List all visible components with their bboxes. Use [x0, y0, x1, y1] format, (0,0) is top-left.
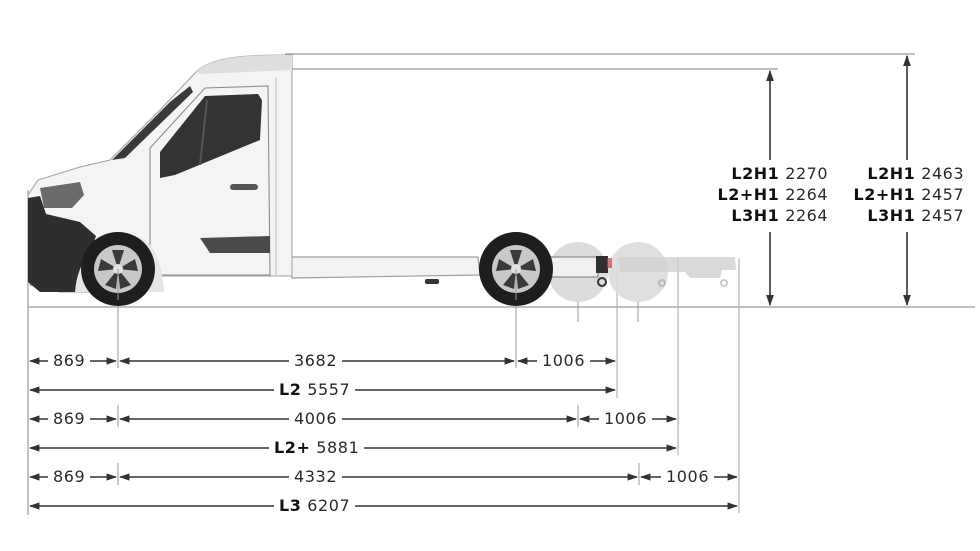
- height-row: L2+H1 2457: [848, 184, 964, 205]
- height-value: 2463: [921, 164, 964, 183]
- height-row: L2H1 2270: [712, 163, 828, 184]
- rear-overhang-label: 1006: [661, 468, 715, 486]
- front-overhang-label: 869: [48, 468, 91, 486]
- length-value: 5557: [307, 380, 351, 399]
- variant-label: L2+: [274, 438, 311, 457]
- variant-label: L2+H1: [853, 185, 916, 204]
- height-block-inner: L2H1 2270 L2+H1 2264 L3H1 2264: [712, 163, 828, 226]
- wheelbase-label: 3682: [289, 352, 343, 370]
- height-value: 2457: [921, 206, 964, 225]
- total-length-label: L2+ 5881: [269, 438, 365, 457]
- variant-label: L3H1: [731, 206, 780, 225]
- front-overhang-label: 869: [48, 352, 91, 370]
- height-row: L3H1 2264: [712, 205, 828, 226]
- rear-overhang-label: 1006: [599, 410, 653, 428]
- variant-label: L3: [279, 496, 302, 515]
- height-row: L2+H1 2264: [712, 184, 828, 205]
- height-value: 2264: [785, 185, 828, 204]
- total-length-label: L2 5557: [274, 380, 356, 399]
- variant-label: L2+H1: [717, 185, 780, 204]
- variant-label: L3H1: [867, 206, 916, 225]
- length-value: 5881: [316, 438, 360, 457]
- variant-label: L2H1: [731, 164, 780, 183]
- height-value: 2270: [785, 164, 828, 183]
- height-row: L3H1 2457: [848, 205, 964, 226]
- height-value: 2457: [921, 185, 964, 204]
- wheelbase-label: 4006: [289, 410, 343, 428]
- front-overhang-label: 869: [48, 410, 91, 428]
- height-block-outer: L2H1 2463 L2+H1 2457 L3H1 2457: [848, 163, 964, 226]
- rear-overhang-label: 1006: [537, 352, 591, 370]
- length-value: 6207: [307, 496, 351, 515]
- height-value: 2264: [785, 206, 828, 225]
- variant-label: L2H1: [867, 164, 916, 183]
- wheelbase-label: 4332: [289, 468, 343, 486]
- variant-label: L2: [279, 380, 302, 399]
- height-row: L2H1 2463: [848, 163, 964, 184]
- total-length-label: L3 6207: [274, 496, 356, 515]
